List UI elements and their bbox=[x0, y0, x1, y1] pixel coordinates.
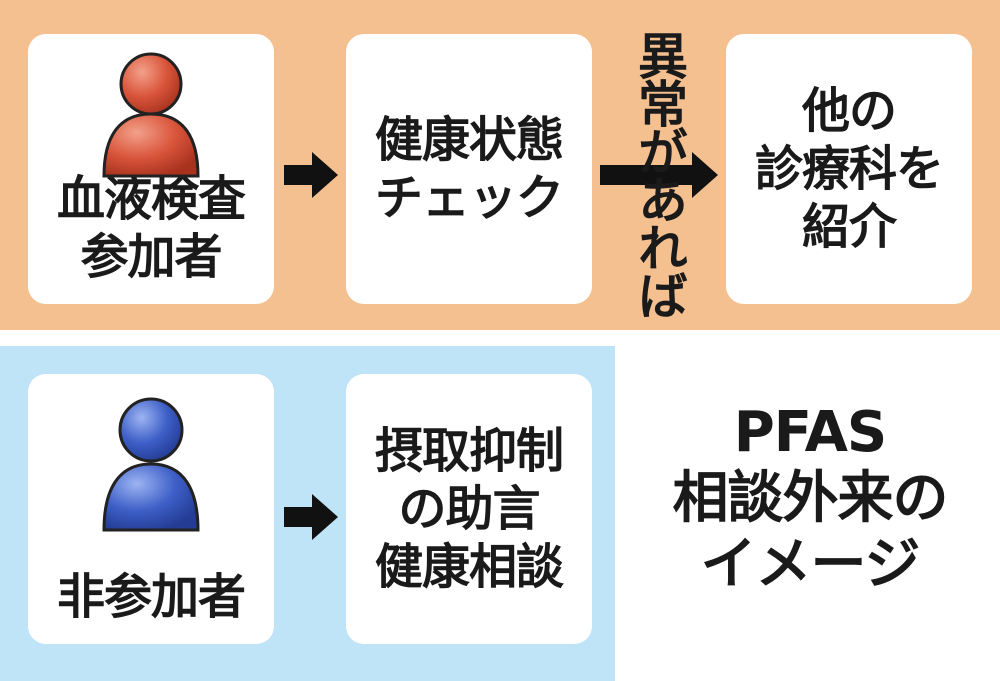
arrow-right-icon bbox=[600, 152, 718, 198]
advice-line1: 摂取抑制 bbox=[374, 423, 564, 479]
person-icon bbox=[102, 397, 200, 532]
referral-line3: 紹介 bbox=[801, 199, 897, 255]
advice-line3: 健康相談 bbox=[374, 539, 564, 595]
health-check-line1: 健康状態 bbox=[374, 112, 564, 168]
abnormal-condition-label: 異常があれば bbox=[630, 30, 688, 318]
participant-label-line1: 血液検査 bbox=[56, 171, 246, 227]
figure-title: PFAS 相談外来の イメージ bbox=[620, 400, 1000, 598]
title-line3: イメージ bbox=[700, 532, 921, 597]
health-check-line2: チェック bbox=[374, 170, 564, 226]
advice-line2: の助言 bbox=[398, 481, 540, 537]
person-icon bbox=[102, 52, 200, 178]
blood-test-participant-card: 血液検査 参加者 bbox=[28, 34, 274, 304]
nonparticipant-label: 非参加者 bbox=[56, 569, 246, 625]
health-check-card: 健康状態 チェック bbox=[346, 34, 592, 304]
referral-line2: 診療科を bbox=[754, 141, 944, 197]
participant-label-line2: 参加者 bbox=[80, 229, 222, 285]
arrow-right-icon bbox=[284, 494, 338, 540]
title-line2: 相談外来の bbox=[672, 466, 949, 531]
nonparticipant-card: 非参加者 bbox=[28, 374, 274, 644]
arrow-right-icon bbox=[284, 152, 338, 198]
referral-card: 他の 診療科を 紹介 bbox=[726, 34, 972, 304]
title-line1: PFAS bbox=[733, 400, 888, 465]
referral-line1: 他の bbox=[801, 83, 897, 139]
advice-card: 摂取抑制 の助言 健康相談 bbox=[346, 374, 592, 644]
